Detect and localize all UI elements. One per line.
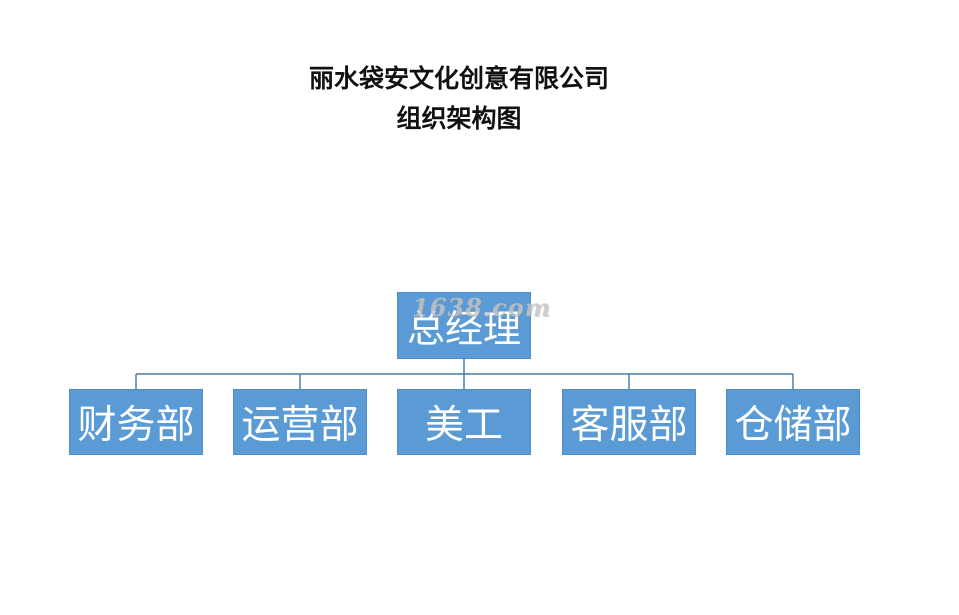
node-dept-customer-service: 客服部 [562, 389, 696, 455]
chart-title-company: 丽水袋安文化创意有限公司 [308, 64, 609, 93]
node-dept-label: 财务部 [77, 403, 195, 448]
node-dept-label: 美工 [424, 403, 503, 448]
node-general-manager: 总经理 [397, 292, 531, 359]
chart-title-subtitle: 组织架构图 [396, 104, 522, 133]
node-dept-art: 美工 [397, 389, 531, 455]
node-dept-label: 运营部 [241, 403, 359, 448]
node-dept-label: 客服部 [570, 403, 688, 448]
node-dept-label: 仓储部 [734, 403, 852, 448]
node-dept-operations: 运营部 [233, 389, 367, 455]
node-general-manager-label: 总经理 [406, 307, 521, 351]
node-dept-warehouse: 仓储部 [726, 389, 860, 455]
node-dept-finance: 财务部 [69, 389, 203, 455]
